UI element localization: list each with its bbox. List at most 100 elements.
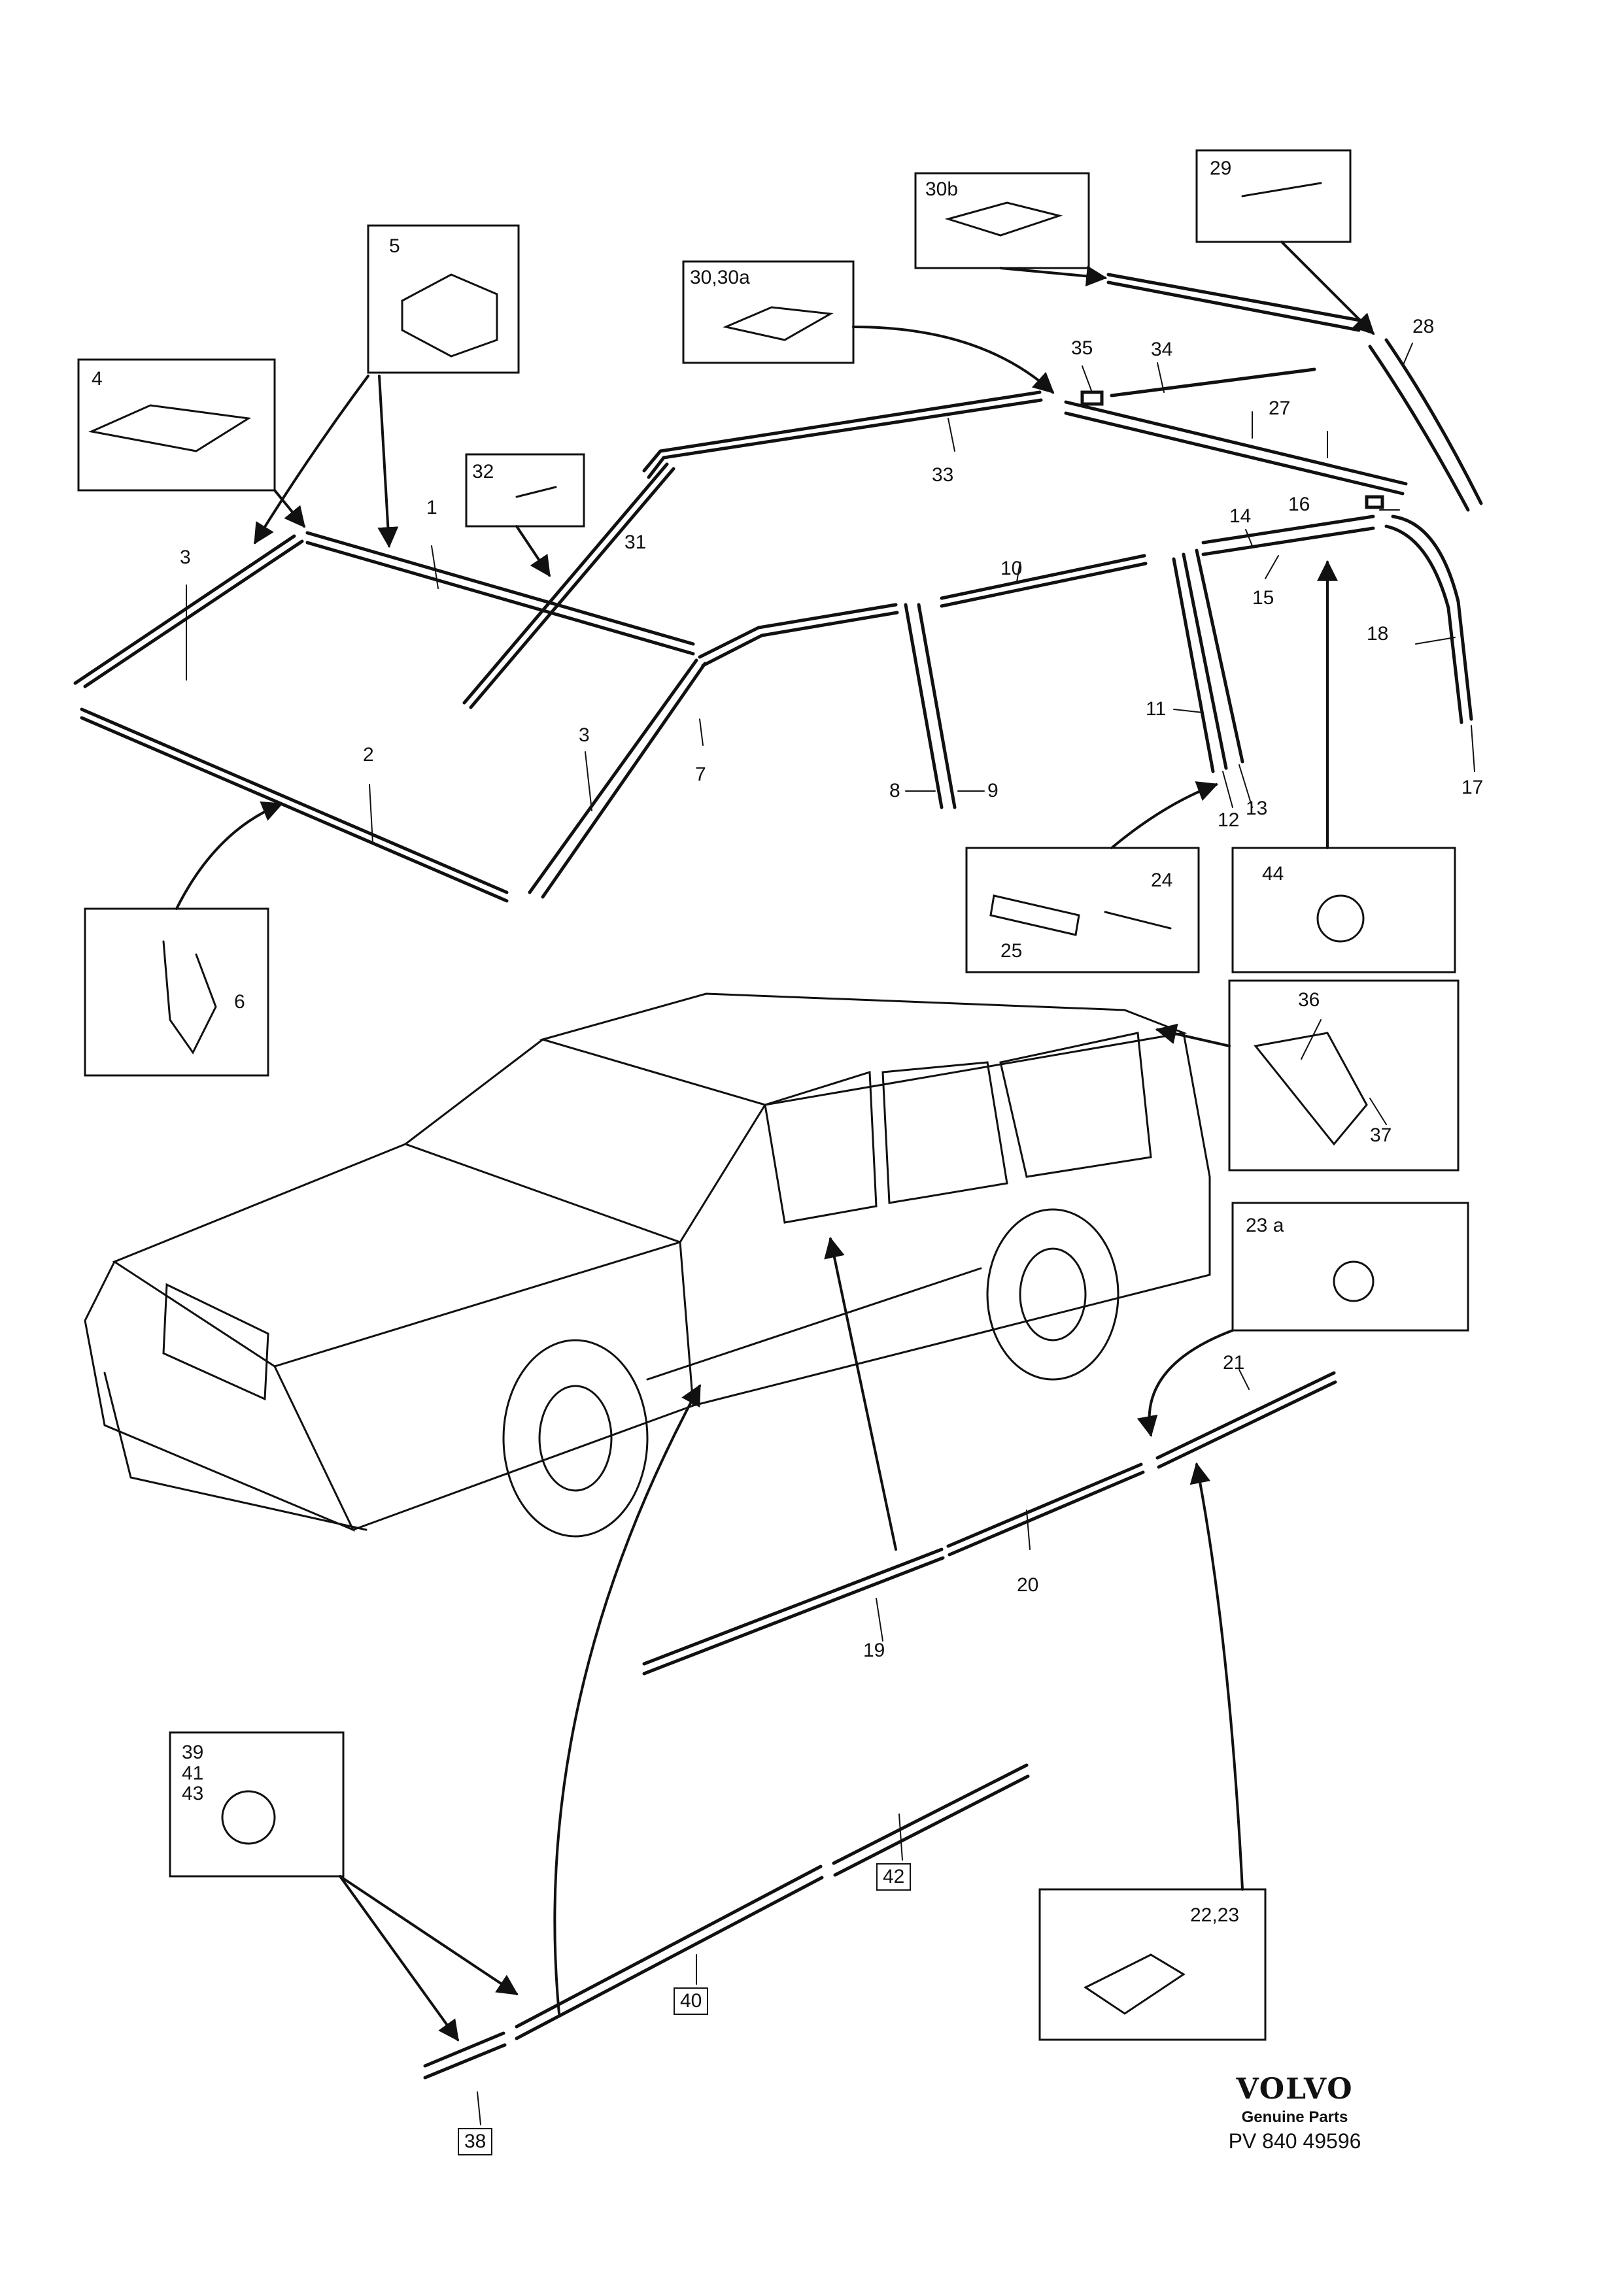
molding-1-top-inner [305, 541, 695, 656]
molding-40 [515, 1865, 823, 2029]
molding-28-inner [1384, 338, 1483, 505]
molding-2-bottom-inner [80, 716, 509, 903]
molding-31 [462, 462, 669, 705]
molding-19-inner [642, 1556, 945, 1676]
label-30b: 30b [925, 178, 959, 200]
car-hood [112, 1143, 681, 1368]
label-6: 6 [234, 991, 245, 1013]
molding-15-inner [1201, 526, 1375, 556]
clip-35 [1080, 390, 1104, 406]
car-side-body [679, 1032, 1211, 1407]
inset-boxes [77, 149, 1469, 2041]
tape-44-sketch [1316, 894, 1365, 943]
arrow-box-to-12 [1110, 781, 1218, 849]
molding-10-inner [940, 562, 1148, 608]
arrow-36-to-car [1155, 1023, 1231, 1047]
molding-30b [1106, 273, 1362, 322]
cover-36-sketch [1254, 1032, 1368, 1146]
molding-2-bottom [80, 707, 509, 894]
inset-box-5 [367, 224, 520, 374]
label-27: 27 [1269, 397, 1291, 419]
molding-9 [917, 603, 957, 809]
clip-6-sketch [162, 940, 217, 1055]
label-24: 24 [1151, 869, 1173, 891]
arrows [175, 241, 1375, 2042]
car-rear-wheel [986, 1208, 1119, 1381]
label-4: 4 [92, 368, 103, 390]
inset-box-4 [77, 358, 276, 492]
clip-39-sketch [221, 1790, 276, 1845]
molding-34 [1110, 367, 1316, 397]
label-32: 32 [472, 461, 494, 482]
car-roof [539, 992, 1187, 1106]
label-28: 28 [1412, 316, 1435, 337]
arrow-39-to-40 [339, 1875, 519, 1995]
molding-1-top [305, 531, 695, 646]
car-front-wheel [502, 1339, 649, 1538]
molding-3-right-inner [541, 662, 707, 899]
label-31: 31 [624, 532, 647, 553]
label-7: 7 [695, 764, 706, 785]
label-36: 36 [1298, 989, 1320, 1011]
molding-42 [832, 1763, 1029, 1865]
label-8: 8 [889, 780, 900, 802]
leader-lines [186, 343, 1475, 2125]
label-10: 10 [1000, 558, 1023, 579]
inset-box-30 [682, 260, 855, 364]
label-30-30a: 30,30a [690, 267, 750, 288]
label-13: 13 [1246, 798, 1268, 819]
clip-4-sketch [88, 404, 252, 452]
label-3-left: 3 [180, 547, 191, 568]
label-44: 44 [1262, 863, 1284, 885]
brand-subtitle: Genuine Parts [1241, 2108, 1348, 2126]
label-34: 34 [1151, 339, 1173, 360]
molding-7-inner [701, 611, 899, 667]
car-side-lower [352, 1404, 694, 1531]
windscreen-moldings [73, 462, 707, 903]
screw-32-sketch [515, 486, 557, 498]
molding-33 [642, 390, 1042, 473]
molding-7 [698, 603, 898, 659]
car-side-trim [646, 1267, 982, 1381]
brand-block: VOLVO Genuine Parts PV 840 49596 [1210, 2072, 1380, 2153]
molding-38 [423, 2031, 505, 2068]
label-1: 1 [426, 497, 437, 518]
label-23a: 23 a [1246, 1215, 1284, 1236]
molding-3-left-inner [83, 539, 304, 688]
arrow-5-to-3 [254, 375, 369, 545]
molding-27-inner [1064, 411, 1405, 496]
inset-box-22-23 [1038, 1888, 1267, 2041]
arrow-5-to-1 [377, 375, 399, 549]
screw-29-sketch [1241, 182, 1322, 197]
arrow-19-to-car [824, 1236, 897, 1551]
molding-38-inner [423, 2043, 507, 2080]
molding-21-inner [1157, 1380, 1337, 1469]
label-11: 11 [1146, 698, 1167, 720]
label-16: 16 [1288, 494, 1310, 515]
inset-box-44 [1231, 847, 1456, 973]
label-2: 2 [363, 744, 374, 766]
label-14: 14 [1229, 505, 1252, 527]
label-21: 21 [1223, 1352, 1245, 1374]
molding-8 [904, 603, 944, 809]
car-door-window-front [764, 1070, 878, 1224]
car-bumper [103, 1372, 367, 1531]
label-37: 37 [1370, 1124, 1392, 1146]
label-18: 18 [1367, 623, 1389, 645]
car-front-wheel-hub [538, 1385, 613, 1492]
label-15: 15 [1252, 587, 1274, 609]
molding-20 [946, 1462, 1143, 1548]
part-sketches [88, 182, 1375, 2015]
molding-12 [1182, 552, 1228, 770]
label-33: 33 [932, 464, 954, 486]
clip-16 [1365, 495, 1384, 509]
inset-box-32 [465, 453, 585, 528]
brand-name: VOLVO [1236, 2072, 1354, 2106]
molding-31-inner [469, 467, 675, 709]
label-20: 20 [1017, 1574, 1039, 1596]
label-3-right: 3 [579, 724, 590, 746]
label-40: 40 [674, 1987, 709, 2015]
roof-moldings [642, 273, 1483, 809]
arrow-30b-to-molding [999, 265, 1108, 287]
